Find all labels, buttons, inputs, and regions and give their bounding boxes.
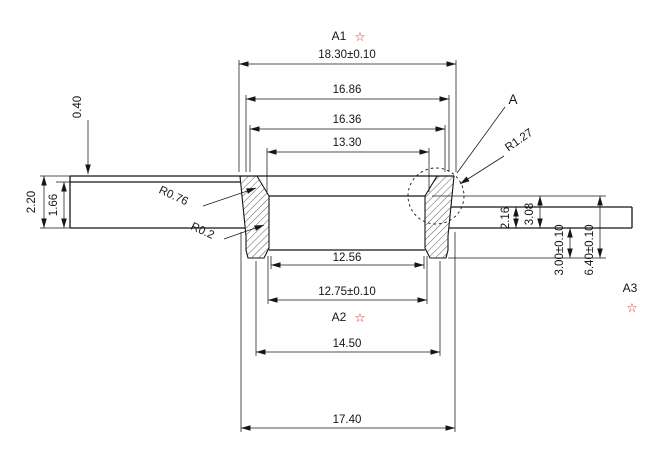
dim-label-2-16: 2.16 xyxy=(500,207,512,229)
datum-a3-label: A3 xyxy=(623,281,638,295)
dim-label-18-30: 18.30±0.10 xyxy=(318,49,375,61)
leader-lines xyxy=(202,106,506,240)
dim-label-1-66: 1.66 xyxy=(48,194,60,216)
extension-lines xyxy=(40,60,606,432)
dim-label-16-86: 16.86 xyxy=(333,84,362,96)
radius-r1-27-leader xyxy=(459,155,505,185)
dim-label-3-08: 3.08 xyxy=(524,203,536,225)
dim-label-12-56: 12.56 xyxy=(333,252,362,264)
detail-a-leader-line xyxy=(456,106,506,174)
radius-label-r0-76: R0.76 xyxy=(157,184,190,208)
dim-label-0-40: 0.40 xyxy=(72,96,84,118)
radius-r0-2-leader xyxy=(223,224,265,240)
dim-label-6-40: 6.40±0.10 xyxy=(584,224,596,275)
right-flange-section xyxy=(424,175,455,259)
dim-label-13-30: 13.30 xyxy=(333,137,362,149)
dim-label-12-75: 12.75±0.10 xyxy=(318,286,375,298)
datum-a3-star: ☆ xyxy=(626,301,637,315)
left-flange-section xyxy=(239,175,270,259)
dim-label-16-36: 16.36 xyxy=(333,114,362,126)
dim-label-2-20: 2.20 xyxy=(26,191,38,213)
datum-a2-label: A2 xyxy=(332,310,347,324)
datum-a1-star: ☆ xyxy=(354,30,365,44)
radius-label-r1-27: R1.27 xyxy=(503,127,535,154)
detail-view-label: A xyxy=(508,92,517,107)
dim-label-3-00: 3.00±0.10 xyxy=(554,224,566,275)
datum-a2-star: ☆ xyxy=(354,311,365,325)
datum-a1-label: A1 xyxy=(332,29,347,43)
part-outline xyxy=(69,175,633,251)
radius-label-r0-2: R0.2 xyxy=(189,221,216,242)
dim-label-14-50: 14.50 xyxy=(333,338,362,350)
radius-r0-76-leader xyxy=(202,187,257,207)
flange-sections xyxy=(239,175,455,259)
dim-label-17-40: 17.40 xyxy=(333,414,362,426)
dimension-lines xyxy=(41,61,603,431)
